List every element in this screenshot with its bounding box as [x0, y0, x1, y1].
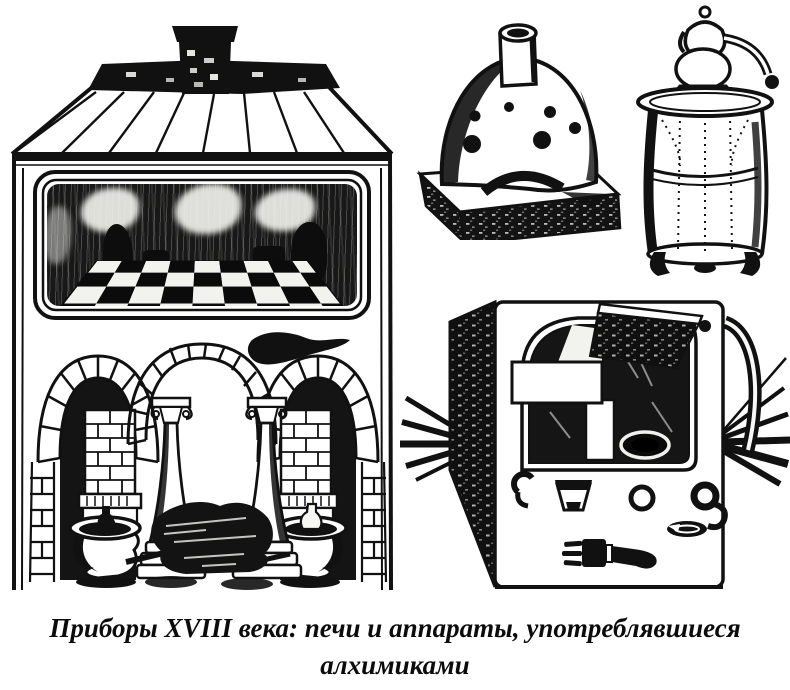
- heat-rays-left: [400, 395, 465, 482]
- arched-window: [510, 316, 698, 472]
- ball: [628, 484, 656, 512]
- figure-furnace-house: [6, 6, 398, 598]
- figure-caption: Приборы XVIII века: печи и аппараты, упо…: [0, 610, 790, 684]
- still-body: [636, 86, 774, 266]
- handle-band: [722, 315, 762, 452]
- figure-dome-furnace: [412, 22, 634, 240]
- tilted-lid: [588, 302, 711, 370]
- cauldron: [68, 506, 142, 588]
- front-face: [493, 300, 725, 589]
- fork-brush: [562, 539, 657, 569]
- stone-slab: [416, 160, 622, 240]
- heat-rays-right: [720, 357, 790, 487]
- front-tools: [511, 471, 728, 569]
- laboratory-chamber-scene: [47, 184, 357, 306]
- feet: [649, 252, 761, 276]
- caption-line-2: алхимиками: [320, 650, 470, 680]
- side-face: [448, 299, 497, 588]
- rubble-pile: [125, 502, 291, 590]
- brick-pier: [77, 408, 143, 526]
- side-arch-left: [28, 354, 160, 588]
- figure-alembic-still: [622, 2, 790, 278]
- roof: [10, 60, 394, 166]
- hook-tool: [511, 471, 535, 509]
- figure-athanor-apparatus: [400, 282, 790, 604]
- white-jug: [299, 502, 323, 531]
- checkerboard-floor: [54, 260, 350, 306]
- smoke-wisp: [247, 332, 350, 365]
- dome-furnace-drawing: [416, 23, 622, 240]
- chimney: [172, 26, 238, 94]
- alembic-still-drawing: [636, 5, 779, 276]
- dome: [439, 55, 599, 196]
- lid-knob: [699, 320, 711, 332]
- athanor-apparatus-drawing: [400, 299, 790, 589]
- center-arch: [126, 342, 278, 446]
- oval-dish: [667, 521, 707, 537]
- column: [135, 396, 207, 580]
- alembic-head: [662, 5, 779, 104]
- ring-hook: [690, 481, 728, 531]
- crucible-cup: [555, 480, 592, 512]
- vent-holes: [463, 102, 581, 153]
- caption-line-1: Приборы XVIII века: печи и аппараты, упо…: [49, 613, 741, 643]
- chimney-pipe: [498, 23, 538, 88]
